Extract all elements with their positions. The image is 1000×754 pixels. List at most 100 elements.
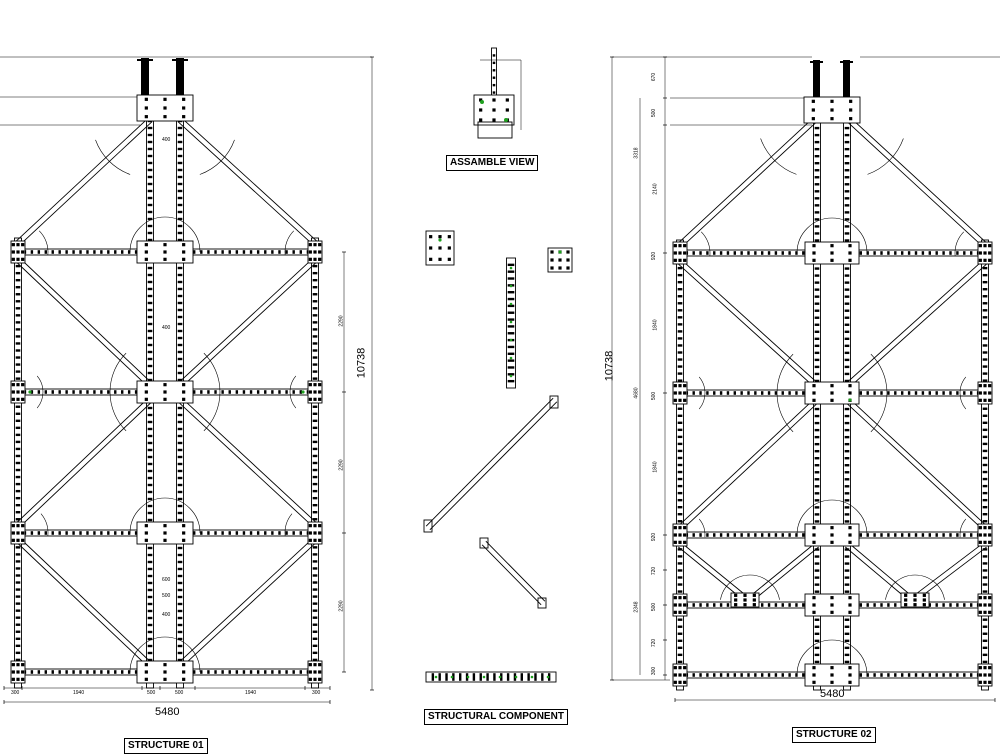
beam-hole bbox=[37, 390, 41, 394]
column-hole bbox=[177, 273, 183, 277]
column-hole bbox=[15, 630, 21, 633]
column-hole bbox=[492, 69, 496, 72]
column-hole bbox=[814, 133, 820, 137]
column-hole bbox=[677, 660, 683, 664]
bolt bbox=[922, 603, 926, 607]
left-column bbox=[676, 239, 684, 691]
column-hole bbox=[147, 238, 153, 242]
beam-hole bbox=[86, 670, 89, 674]
bolt bbox=[983, 540, 987, 544]
column-hole bbox=[982, 456, 988, 460]
bolt bbox=[16, 663, 20, 667]
bolt bbox=[313, 383, 317, 387]
beam-hole bbox=[795, 603, 798, 607]
column-hole bbox=[982, 583, 988, 586]
bolt bbox=[438, 246, 442, 250]
column-hole bbox=[677, 505, 683, 509]
column-hole bbox=[677, 358, 683, 361]
column-hole bbox=[15, 588, 21, 591]
column-hole bbox=[844, 569, 850, 572]
column-hole bbox=[814, 576, 820, 579]
beam-hole bbox=[107, 531, 110, 535]
column-hole bbox=[147, 427, 153, 431]
column-hole bbox=[177, 546, 183, 550]
accent-mark bbox=[509, 356, 513, 360]
column-hole bbox=[147, 637, 153, 641]
beam-hole bbox=[719, 251, 723, 255]
beam-hole bbox=[747, 391, 750, 395]
column-hole bbox=[147, 189, 153, 193]
column-hole bbox=[844, 190, 850, 193]
bolt bbox=[318, 383, 322, 387]
column-hole bbox=[982, 323, 988, 326]
column-hole bbox=[844, 590, 850, 593]
x-brace bbox=[15, 541, 149, 668]
column-hole bbox=[177, 196, 183, 200]
bolt bbox=[673, 251, 677, 255]
column-hole bbox=[507, 366, 515, 369]
beam-hole bbox=[873, 533, 876, 537]
bolt bbox=[978, 666, 982, 670]
column-hole bbox=[15, 468, 21, 472]
bolt bbox=[308, 397, 312, 401]
column-hole bbox=[844, 162, 850, 165]
angle-arc bbox=[284, 513, 293, 536]
angle-arc bbox=[796, 499, 868, 536]
column-hole bbox=[814, 492, 820, 495]
column-hole bbox=[814, 344, 820, 348]
column-hole bbox=[982, 414, 988, 417]
beam-hole bbox=[970, 533, 973, 537]
s1-right-dim-1: 2290 bbox=[338, 315, 345, 327]
bolt bbox=[988, 596, 992, 600]
bolt bbox=[308, 383, 312, 387]
column-hole bbox=[814, 506, 820, 509]
bolt bbox=[978, 680, 982, 684]
bolt bbox=[16, 257, 20, 261]
anchor-post bbox=[813, 60, 820, 98]
accent-mark bbox=[504, 118, 508, 122]
column-hole bbox=[677, 590, 683, 593]
roof-brace bbox=[15, 117, 149, 242]
column-hole bbox=[177, 560, 183, 564]
bolt bbox=[830, 117, 834, 121]
roof-brace bbox=[677, 115, 816, 244]
beam-hole bbox=[747, 673, 750, 677]
s2-left-dim-4: 2140 bbox=[652, 183, 659, 195]
beam-hole bbox=[193, 670, 196, 674]
column-hole bbox=[177, 189, 183, 193]
column-hole bbox=[677, 562, 683, 565]
beam-hole bbox=[493, 673, 496, 681]
bolt bbox=[988, 540, 992, 544]
column-hole bbox=[15, 581, 21, 584]
beam-hole bbox=[949, 251, 952, 255]
bolt bbox=[904, 598, 908, 602]
column-hole bbox=[312, 377, 318, 380]
beam-hole bbox=[740, 673, 743, 677]
column-hole bbox=[177, 224, 183, 228]
column-hole bbox=[15, 560, 21, 563]
column-hole bbox=[844, 583, 850, 586]
accent-mark bbox=[558, 250, 562, 254]
column-hole bbox=[844, 372, 850, 376]
column-hole bbox=[677, 428, 683, 432]
bolt bbox=[479, 98, 483, 102]
column-hole bbox=[147, 406, 153, 410]
beam-hole bbox=[726, 533, 730, 537]
column-hole bbox=[147, 588, 153, 592]
column-hole bbox=[844, 365, 850, 369]
column-hole bbox=[147, 217, 153, 221]
beam-hole bbox=[249, 670, 253, 674]
beam-hole bbox=[928, 673, 931, 677]
bolt bbox=[144, 663, 148, 667]
bolt bbox=[21, 250, 25, 254]
beam-hole bbox=[781, 673, 784, 677]
column-hole bbox=[814, 660, 820, 664]
bolt bbox=[848, 526, 852, 530]
bolt bbox=[11, 390, 15, 394]
column-hole bbox=[814, 562, 820, 565]
column-hole bbox=[814, 281, 820, 284]
column-hole bbox=[147, 364, 153, 368]
beam-hole bbox=[921, 391, 925, 395]
bolt bbox=[566, 258, 570, 262]
bolt bbox=[848, 673, 852, 677]
